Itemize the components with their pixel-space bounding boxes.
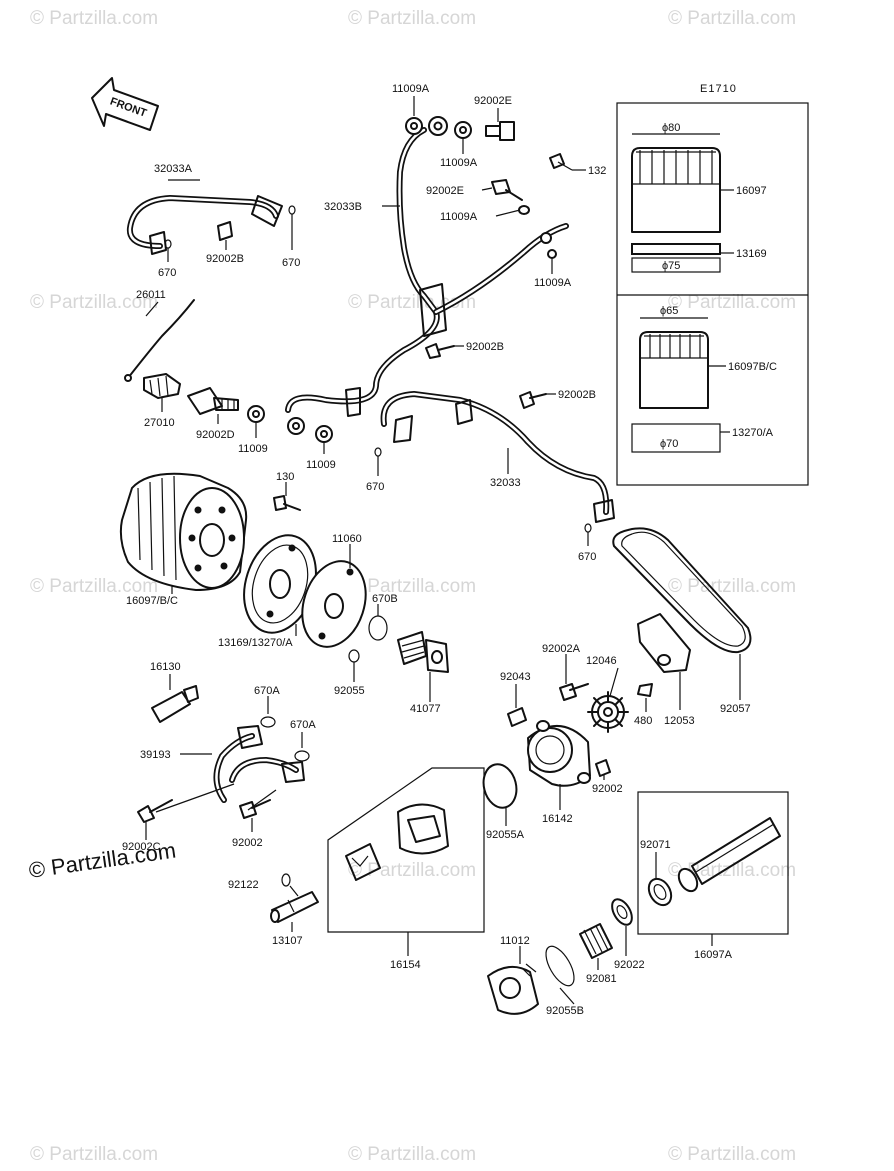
watermark: © Partzilla.com xyxy=(668,576,796,597)
watermark: © Partzilla.com xyxy=(668,8,796,29)
part-label: 11009A xyxy=(440,211,478,223)
part-label: 92002D xyxy=(196,429,235,441)
part-label: 92055 xyxy=(334,685,365,697)
lower-left-parts xyxy=(137,685,310,823)
part-label: 92002 xyxy=(232,837,263,849)
part-label: 16130 xyxy=(150,661,181,673)
part-label: 92043 xyxy=(500,671,531,683)
part-label: 26011 xyxy=(136,289,166,301)
part-label: 92002B xyxy=(206,253,244,265)
part-label: 13270/A xyxy=(732,427,774,439)
hardware xyxy=(124,116,592,533)
part-label: 32033B xyxy=(324,201,362,213)
part-label: 32033A xyxy=(154,163,193,175)
part-label: 32033 xyxy=(490,477,521,489)
part-label: 92002E xyxy=(474,95,512,107)
part-label: 27010 xyxy=(144,417,175,429)
watermark: © Partzilla.com xyxy=(668,1144,796,1165)
part-label: 11009A xyxy=(440,157,478,169)
oil-filter xyxy=(119,472,248,591)
part-label: 670B xyxy=(372,593,398,605)
part-label: 92071 xyxy=(640,839,671,851)
watermark: © Partzilla.com xyxy=(348,576,476,597)
part-label: 16154 xyxy=(390,959,421,971)
part-label: 670A xyxy=(254,685,280,697)
part-label: 670A xyxy=(290,719,316,731)
bypass-valve xyxy=(397,631,449,673)
part-label: 480 xyxy=(634,715,652,727)
watermark-group: © Partzilla.com © Partzilla.com © Partzi… xyxy=(30,8,796,1165)
watermark: © Partzilla.com xyxy=(668,860,796,881)
part-label: 12053 xyxy=(664,715,695,727)
part-label: 11009 xyxy=(306,459,336,471)
part-label: 13107 xyxy=(272,935,303,947)
part-label: 92002 xyxy=(592,783,623,795)
gasket-and-plate xyxy=(243,534,388,663)
part-label: 130 xyxy=(276,471,294,483)
pump-group xyxy=(270,767,485,933)
part-label: 92022 xyxy=(614,959,645,971)
watermark: © Partzilla.com xyxy=(30,1144,158,1165)
watermark: © Partzilla.com xyxy=(348,1144,476,1165)
part-label: 11060 xyxy=(332,533,362,545)
part-label: 670 xyxy=(366,481,384,493)
oil-pipes xyxy=(126,127,615,523)
watermark: © Partzilla.com xyxy=(30,576,158,597)
part-label: 16142 xyxy=(542,813,573,825)
watermark: © Partzilla.com xyxy=(30,292,158,313)
part-label: 16097B/C xyxy=(728,361,777,373)
pump-housing xyxy=(482,683,653,809)
diagram-code: E1710 xyxy=(700,83,737,95)
leader-lines xyxy=(145,96,741,1005)
part-label: 92002C xyxy=(122,841,161,853)
part-labels: 11009A 92002E 11009A 32033B 132 92002E 1… xyxy=(122,83,777,1017)
front-direction-arrow: FRONT xyxy=(91,77,159,131)
part-label: 39193 xyxy=(140,749,171,761)
dimension-text: ϕ80 xyxy=(662,122,680,134)
part-label: 92057 xyxy=(720,703,751,715)
part-label: 11009A xyxy=(534,277,572,289)
part-label: 670 xyxy=(282,257,300,269)
relief-valve xyxy=(487,898,633,1015)
part-label: 16097A xyxy=(694,949,733,961)
part-label: 41077 xyxy=(410,703,441,715)
chain-and-guide xyxy=(612,527,752,673)
part-label: 92081 xyxy=(586,973,617,985)
part-label: 92002B xyxy=(466,341,504,353)
watermark: © Partzilla.com xyxy=(348,8,476,29)
part-label: 12046 xyxy=(586,655,617,667)
part-label: 16097/B/C xyxy=(126,595,178,607)
part-label: 13169/13270/A xyxy=(218,637,293,649)
strainer-group xyxy=(637,791,789,935)
part-label: 670 xyxy=(578,551,596,563)
part-label: 132 xyxy=(588,165,606,177)
part-label: 11012 xyxy=(500,935,530,947)
part-label: 92055B xyxy=(546,1005,584,1017)
part-label: 92122 xyxy=(228,879,259,891)
part-label: 92002E xyxy=(426,185,464,197)
part-label: 11009A xyxy=(392,83,430,95)
watermark: © Partzilla.com xyxy=(668,292,796,313)
dimension-text: ϕ70 xyxy=(660,438,678,450)
sprocket xyxy=(587,691,629,733)
filter-variants-inset: ϕ80 ϕ75 ϕ65 ϕ70 xyxy=(616,102,809,486)
part-label: 16097 xyxy=(736,185,767,197)
dimension-text: ϕ65 xyxy=(660,305,678,317)
watermark: © Partzilla.com xyxy=(30,8,158,29)
dimension-text: ϕ75 xyxy=(662,260,680,272)
part-label: 92002A xyxy=(542,643,581,655)
brand-watermark: © Partzilla.com xyxy=(27,838,177,883)
part-label: 92055A xyxy=(486,829,525,841)
part-label: 13169 xyxy=(736,248,767,260)
part-label: 11009 xyxy=(238,443,268,455)
part-label: 92002B xyxy=(558,389,596,401)
part-label: 670 xyxy=(158,267,176,279)
watermark: © Partzilla.com xyxy=(348,860,476,881)
